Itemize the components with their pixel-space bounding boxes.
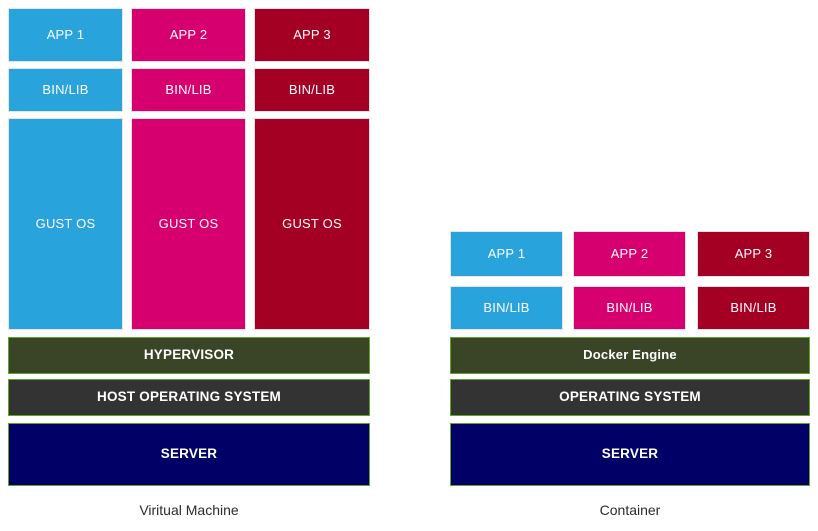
- container-app-3[interactable]: APP 3: [697, 231, 810, 277]
- vm-binlib-1[interactable]: BIN/LIB: [8, 68, 123, 112]
- vm-layer-host-operating-system[interactable]: HOST OPERATING SYSTEM: [8, 379, 370, 416]
- vm-layer-server[interactable]: SERVER: [8, 423, 370, 486]
- vm-guest-os-3[interactable]: GUST OS: [254, 118, 370, 330]
- vm-guest-os-1[interactable]: GUST OS: [8, 118, 123, 330]
- vm-app-2[interactable]: APP 2: [131, 8, 246, 62]
- container-layer-operating-system[interactable]: OPERATING SYSTEM: [450, 379, 810, 416]
- container-binlib-1[interactable]: BIN/LIB: [450, 286, 563, 330]
- vm-caption: Viritual Machine: [139, 502, 239, 518]
- container-binlib-3[interactable]: BIN/LIB: [697, 286, 810, 330]
- vm-binlib-3[interactable]: BIN/LIB: [254, 68, 370, 112]
- vm-app-1[interactable]: APP 1: [8, 8, 123, 62]
- container-layer-server[interactable]: SERVER: [450, 423, 810, 486]
- container-binlib-2[interactable]: BIN/LIB: [573, 286, 686, 330]
- container-app-1[interactable]: APP 1: [450, 231, 563, 277]
- vm-app-3[interactable]: APP 3: [254, 8, 370, 62]
- container-app-2[interactable]: APP 2: [573, 231, 686, 277]
- vm-layer-hypervisor[interactable]: HYPERVISOR: [8, 337, 370, 374]
- vm-guest-os-2[interactable]: GUST OS: [131, 118, 246, 330]
- vm-binlib-2[interactable]: BIN/LIB: [131, 68, 246, 112]
- container-layer-docker-engine[interactable]: Docker Engine: [450, 337, 810, 374]
- container-caption: Container: [599, 502, 661, 518]
